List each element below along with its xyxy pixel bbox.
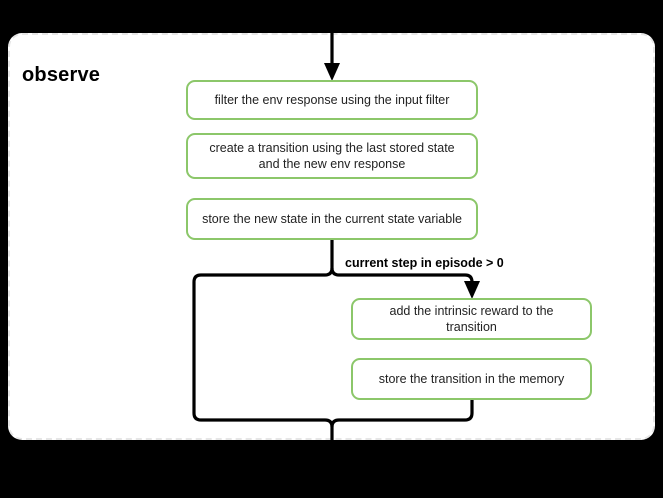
node-store-transition-memory[interactable]: store the transition in the memory <box>351 358 592 400</box>
group-title: observe <box>22 64 101 86</box>
node-create-transition[interactable]: create a transition using the last store… <box>186 133 478 179</box>
node-store-new-state[interactable]: store the new state in the current state… <box>186 198 478 240</box>
branch-condition-label: current step in episode > 0 <box>345 256 504 270</box>
node-add-intrinsic-reward[interactable]: add the intrinsic reward to the transiti… <box>351 298 592 340</box>
node-filter-env-response[interactable]: filter the env response using the input … <box>186 80 478 120</box>
